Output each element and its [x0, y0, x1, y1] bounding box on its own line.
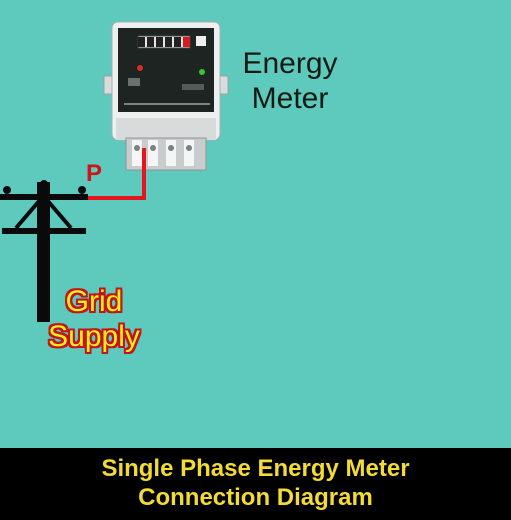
diagram-svg	[0, 21, 229, 322]
counter-digit-red	[183, 37, 190, 47]
counter-digit	[147, 37, 154, 47]
terminal-screw	[186, 145, 192, 151]
pole-crossarm-bottom	[2, 228, 86, 234]
energy-meter-label-line1: Energy	[242, 47, 338, 80]
meter-logo-mark	[196, 36, 206, 46]
meter-counter-display	[137, 35, 191, 49]
caption-line2: Connection Diagram	[138, 484, 373, 511]
counter-digit	[138, 37, 145, 47]
meter-spec-box	[182, 84, 204, 90]
terminal-slot	[184, 140, 194, 166]
counter-digit	[174, 37, 181, 47]
meter-terminal-cover	[116, 118, 216, 140]
terminal-screw	[150, 145, 156, 151]
insulator-left	[3, 186, 11, 194]
grid-supply-label: Grid Supply	[30, 284, 158, 355]
pole-crossarm-top	[0, 194, 88, 200]
terminal-slot	[148, 140, 158, 166]
pole-shaft	[37, 182, 50, 322]
pole-brace-left	[14, 198, 42, 230]
caption-bar: Single Phase Energy Meter Connection Dia…	[0, 448, 511, 520]
energy-meter	[103, 21, 229, 171]
terminal-screw	[168, 145, 174, 151]
counter-digit	[156, 37, 163, 47]
caption-line1: Single Phase Energy Meter	[101, 455, 410, 483]
utility-pole-icon	[0, 180, 88, 322]
insulator-right	[78, 186, 86, 194]
diagram-canvas: Energy Meter P Grid Supply	[0, 21, 346, 355]
grid-supply-label-line2: Supply	[48, 320, 140, 354]
counter-digit	[165, 37, 172, 47]
grid-supply-label-line1: Grid	[65, 285, 123, 318]
energy-meter-label: Energy Meter	[234, 46, 346, 117]
terminal-screw	[134, 145, 140, 151]
insulator-center	[40, 180, 48, 188]
terminal-slot	[166, 140, 176, 166]
phase-wire	[88, 148, 146, 200]
phase-label: P	[86, 160, 103, 187]
pole-brace-right	[45, 198, 73, 230]
power-led-icon	[199, 69, 205, 75]
terminal-slot	[132, 140, 142, 166]
pulse-led-icon	[137, 65, 143, 71]
meter-rating-box	[128, 78, 140, 86]
energy-meter-label-line2: Meter	[251, 82, 329, 116]
